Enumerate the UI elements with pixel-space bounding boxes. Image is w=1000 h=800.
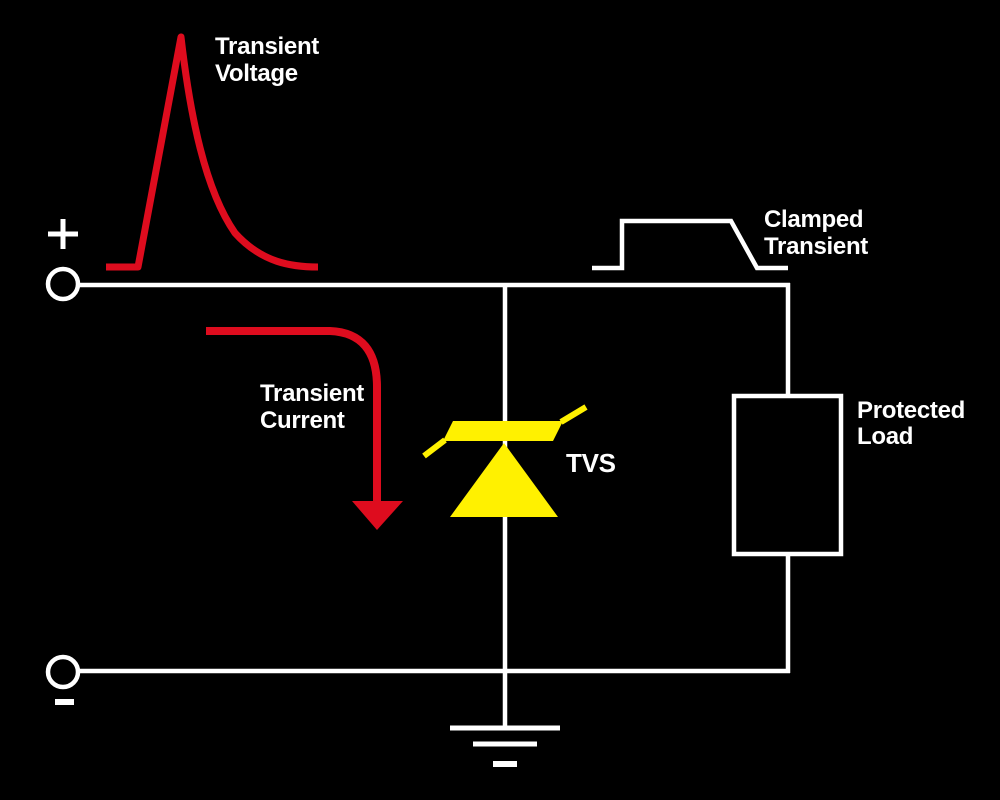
tvs-diode-triangle xyxy=(450,443,558,517)
tvs-cathode-hook-left xyxy=(422,437,447,459)
protected-load-label-line2: Load xyxy=(857,423,913,450)
tvs-label: TVS xyxy=(566,448,616,478)
tvs-diode-symbol xyxy=(422,404,588,517)
transient-current-arrow xyxy=(206,327,381,502)
transient-voltage-label-line1: Transient xyxy=(215,33,319,60)
clamped-transient-waveform xyxy=(592,218,788,271)
tvs-cathode-bar xyxy=(443,421,563,441)
negative-terminal-node xyxy=(45,654,81,690)
transient-current-label-line2: Current xyxy=(260,407,345,434)
ground-icon xyxy=(450,725,560,767)
protected-load-box xyxy=(731,393,844,557)
transient-current-arrowhead xyxy=(352,501,403,530)
transient-voltage-waveform xyxy=(106,33,319,271)
clamped-transient-label-line2: Transient xyxy=(764,233,868,260)
plus-terminal-icon xyxy=(48,219,78,249)
transient-current-label-line1: Transient xyxy=(260,380,364,407)
transient-voltage-label-line2: Voltage xyxy=(215,60,298,87)
tvs-cathode-hook-right xyxy=(559,404,588,425)
clamped-transient-label-line1: Clamped xyxy=(764,206,863,233)
protected-load-label-line1: Protected xyxy=(857,397,965,424)
positive-terminal-node xyxy=(45,266,81,302)
